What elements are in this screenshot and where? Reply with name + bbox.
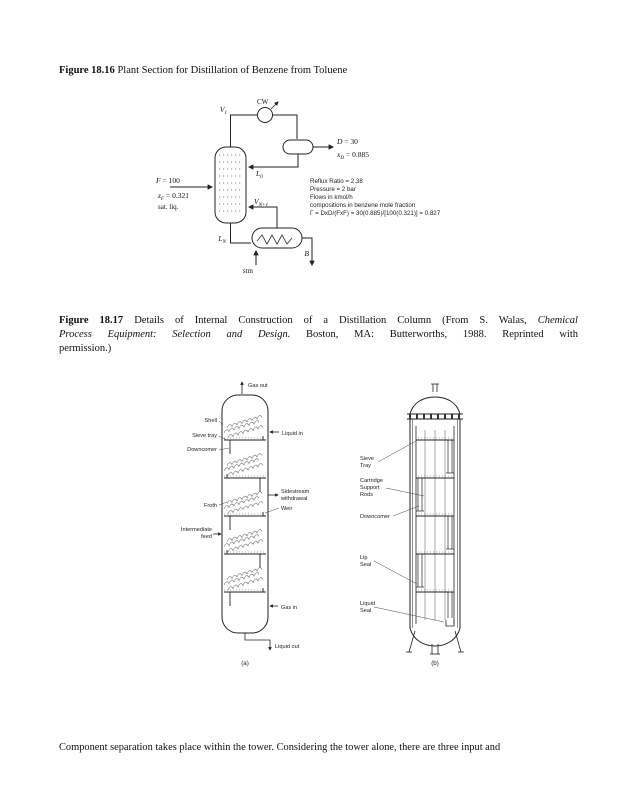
fig17-diagram: Gas out Shell Sieve tray Downcomer Liqui…: [181, 381, 464, 667]
label-downcomer-a: Downcomer: [187, 447, 217, 453]
fig16-caption-text: Plant Section for Distillation of Benzen…: [114, 65, 348, 76]
fig16-caption-number: Figure 18.16: [59, 65, 115, 76]
label-ln: LN: [217, 234, 226, 245]
fig16-diagram-wrap: V1 CW D = 30 xD = 0.885 L0 F = 100 zF = …: [110, 95, 450, 295]
distillation-column: [214, 146, 247, 224]
label-feed-flow: F = 100: [155, 176, 180, 185]
fig17-caption-line3: permission.): [59, 342, 112, 354]
fig17-caption-text: Boston, MA: Butterworths, 1988. Reprinte…: [290, 328, 578, 340]
reflux-drum: [282, 139, 314, 155]
label-feed-1: Intermediate: [181, 527, 212, 533]
condenser: [257, 107, 273, 123]
label-vn1: VN+1: [254, 197, 269, 208]
label-tag-a: (a): [241, 660, 249, 667]
label-weir: Weir: [281, 506, 293, 512]
column-b: [373, 383, 464, 655]
label-cartridge-3: Rods: [360, 492, 373, 498]
fig17-caption-italic: Chemical: [537, 315, 578, 326]
label-cartridge-2: Support: [360, 485, 380, 491]
reboiler: [251, 227, 303, 249]
label-distillate-flow: D = 30: [336, 137, 358, 146]
label-tag-b: (b): [431, 660, 439, 667]
label-sidestream-2: withdrawal: [280, 496, 307, 502]
fig17-diagram-wrap: Gas out Shell Sieve tray Downcomer Liqui…: [120, 378, 520, 683]
fig16-notes: Reflux Ratio = 2.38 Pressure = 2 bar Flo…: [310, 178, 482, 218]
fig17-caption-line2: Process Equipment: Selection and Design.…: [59, 328, 578, 342]
body-paragraph: Component separation takes place within …: [59, 742, 501, 753]
label-cw: CW: [257, 98, 269, 106]
fig16-note-line: Pressure = 2 bar: [310, 185, 356, 193]
label-sat-liq: sat. liq.: [158, 203, 179, 211]
fig17-caption-line1: Figure 18.17 Details of Internal Constru…: [59, 314, 578, 328]
label-sieve-tray: Sieve tray: [192, 433, 217, 439]
cooling-water-arrow: [270, 101, 279, 110]
label-l0: L0: [255, 169, 263, 180]
bottoms-line: [230, 223, 251, 244]
label-sidestream-1: Sidestream: [281, 489, 310, 495]
label-lip-1: Lip: [360, 555, 367, 561]
label-feed-composition: zF = 0.321: [157, 191, 189, 202]
fig16-note-line: Γ = DxD/(FxF) = 30(0.885)/[100(0.321)] =…: [310, 209, 441, 217]
label-liquid-in: Liquid in: [282, 431, 303, 437]
fig16-note-line: compositions in benzene mole fraction: [310, 201, 416, 209]
label-gas-out: Gas out: [248, 383, 268, 389]
label-downcomer-b: Downcomer: [360, 514, 390, 520]
label-lip-2: Seal: [360, 562, 371, 568]
overhead-vapor-line: [230, 114, 298, 147]
label-cartridge-1: Cartridge: [360, 478, 383, 484]
fig17-caption-number: Figure 18.17: [59, 315, 124, 326]
label-froth: Froth: [204, 503, 217, 509]
fig17-caption-text: Details of Internal Construction of a Di…: [123, 315, 538, 326]
label-b: B: [304, 249, 309, 258]
label-sieve-2: Tray: [360, 463, 371, 469]
reflux-line: [247, 154, 299, 170]
label-gas-in: Gas in: [281, 605, 297, 611]
label-sieve-1: Sieve: [360, 456, 374, 462]
label-liquid-seal-1: Liquid: [360, 601, 375, 607]
label-liquid-out: Liquid out: [275, 644, 300, 650]
label-v1: V1: [220, 105, 228, 116]
fig16-caption: Figure 18.16 Plant Section for Distillat…: [59, 64, 581, 78]
boilup-line: [247, 204, 278, 228]
label-liquid-seal-2: Seal: [360, 608, 371, 614]
bottoms-product-arrow: [302, 237, 315, 267]
fig17-caption: Figure 18.17 Details of Internal Constru…: [59, 314, 578, 355]
fig16-note-line: Flows in kmol/h: [310, 193, 353, 201]
label-shell: Shell: [205, 418, 217, 424]
fig16-note-line: Reflux Ratio = 2.38: [310, 178, 363, 185]
fig17-caption-italic: Process Equipment: Selection and Design.: [59, 328, 291, 340]
label-distillate-composition: xD = 0.885: [336, 150, 369, 161]
label-feed-2: feed: [201, 534, 212, 540]
label-stm: stm: [243, 267, 254, 275]
fig16-diagram: V1 CW D = 30 xD = 0.885 L0 F = 100 zF = …: [155, 98, 369, 275]
column-a: [213, 381, 280, 651]
